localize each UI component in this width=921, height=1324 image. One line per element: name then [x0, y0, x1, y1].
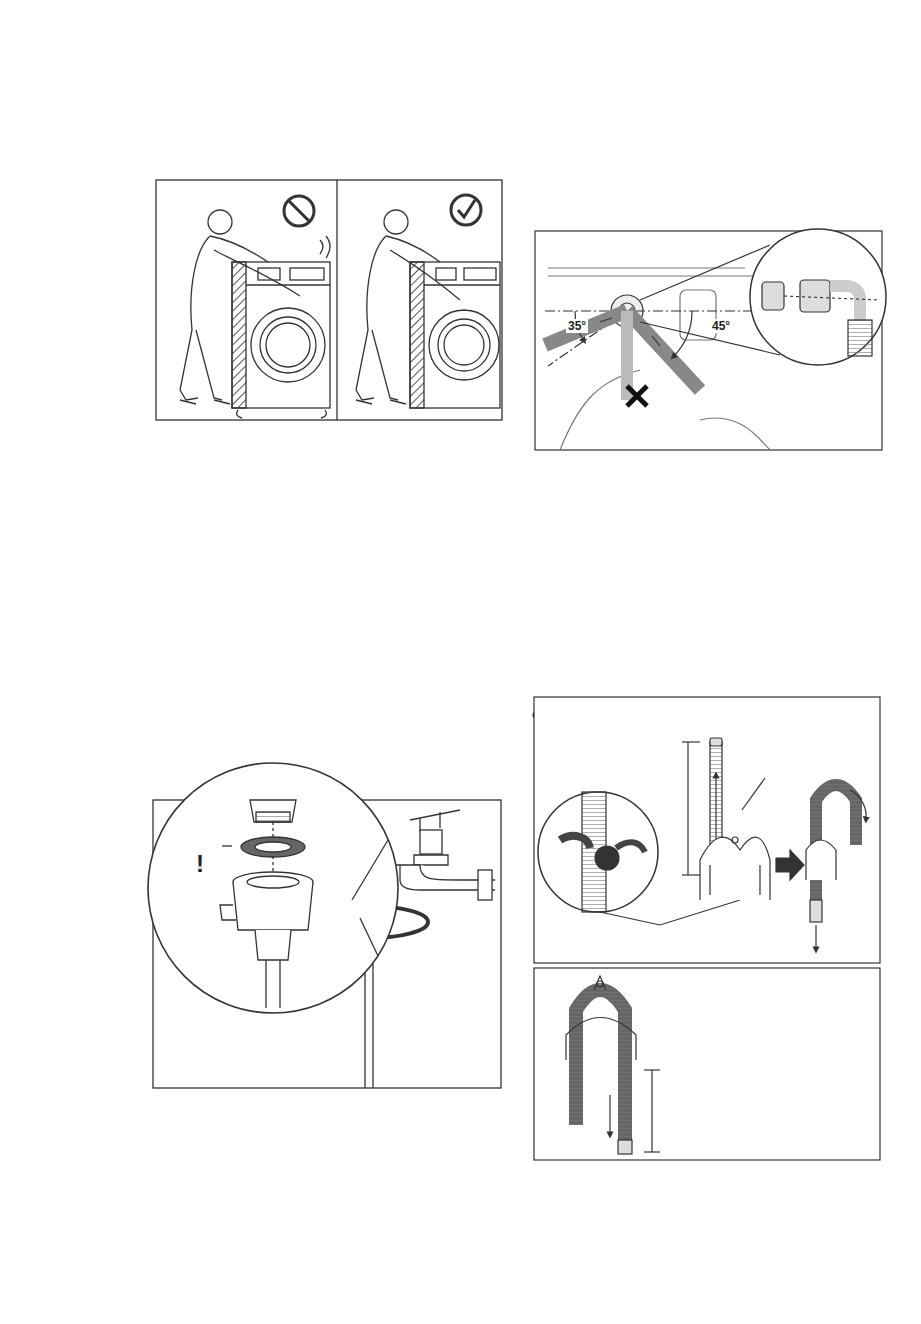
- lifting-panel: [156, 180, 502, 420]
- tap-panel: [148, 763, 501, 1088]
- hose-hook-panel: [534, 968, 880, 1160]
- hose-guide-panel: [534, 697, 880, 963]
- angle-label: 35°: [566, 319, 588, 333]
- angle-label: 45°: [710, 319, 732, 333]
- hose-angle-panel: [535, 229, 886, 450]
- warning-mark: !: [196, 852, 204, 876]
